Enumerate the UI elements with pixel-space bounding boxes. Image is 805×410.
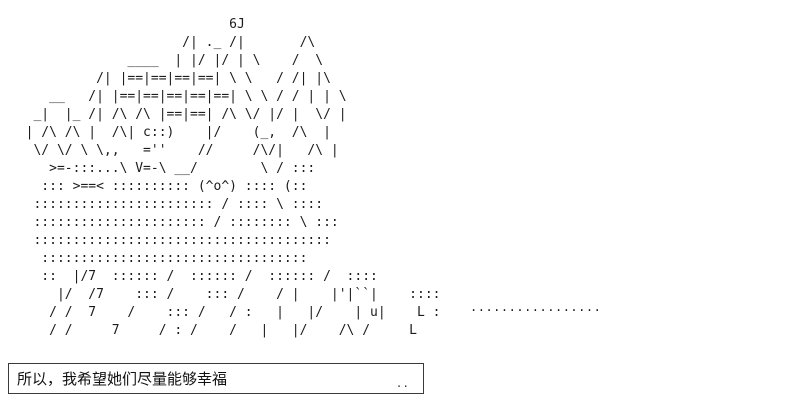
continue-indicator: .. [395,377,409,390]
ellipsis-dots: ................. [470,300,602,314]
dialogue-text: 所以，我希望她们尽量能够幸福 [17,372,228,388]
dialogue-box[interactable]: 所以，我希望她们尽量能够幸福 .. [8,363,424,394]
ascii-art-character: 6J /| ._ /| /\ ____ | |/ |/ | \ / \ /| |… [25,17,441,338]
